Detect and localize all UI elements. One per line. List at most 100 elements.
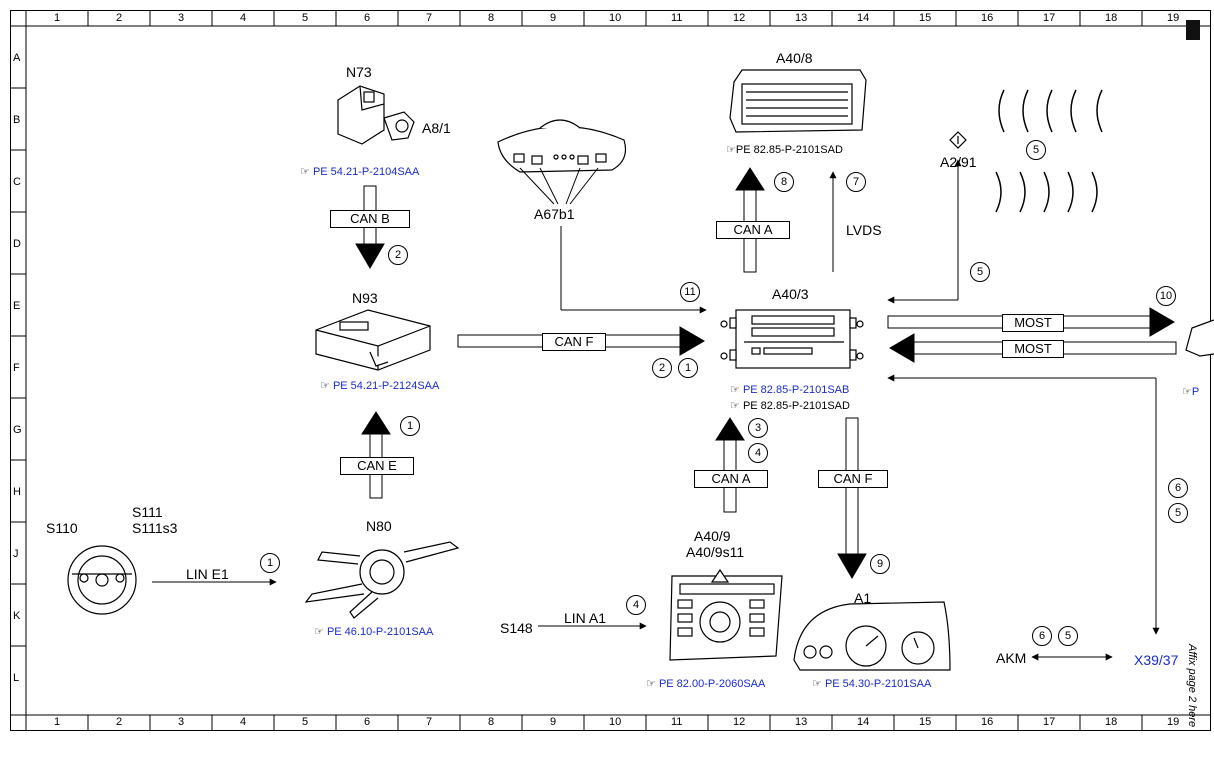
side-note-affix: Affix page 2 here [1186, 644, 1198, 728]
ref-n93[interactable]: ☞ PE 54.21-P-2124SAA [320, 380, 439, 393]
grid-col-15-bottom: 15 [919, 716, 932, 728]
grid-col-9: 9 [550, 12, 557, 24]
bus-most-1: MOST [1002, 314, 1064, 332]
a67b1-to-a40-3-line [560, 226, 707, 314]
num-6-right: 6 [1168, 478, 1188, 498]
hand-pointer-icon: ☞ [314, 626, 324, 638]
grid-col-18: 18 [1105, 12, 1118, 24]
grid-row-d: D [13, 238, 21, 250]
a67b1-mirror-drawing [497, 119, 627, 173]
label-a67b1: A67b1 [534, 206, 575, 222]
x39-37-line [887, 374, 1160, 635]
ref-n93-text: PE 54.21-P-2124SAA [332, 380, 440, 392]
grid-col-12: 12 [733, 12, 746, 24]
num-5-akm: 5 [1058, 626, 1078, 646]
num-9: 9 [870, 554, 890, 574]
grid-row-j: J [13, 548, 19, 560]
grid-col-16-bottom: 16 [981, 716, 994, 728]
ref-a40-9[interactable]: ☞ PE 82.00-P-2060SAA [646, 678, 765, 691]
grid-col-6-bottom: 6 [364, 716, 371, 728]
bus-can-a-bottom: CAN A [694, 470, 768, 488]
num-11: 11 [680, 282, 700, 302]
n80-switch-drawing [304, 541, 460, 619]
grid-row-g: G [13, 424, 22, 436]
right-edge-unit-drawing [1185, 319, 1214, 357]
num-5-right: 5 [1168, 503, 1188, 523]
grid-col-13: 13 [795, 12, 808, 24]
grid-col-7-bottom: 7 [426, 716, 433, 728]
num-2-can-f: 2 [652, 358, 672, 378]
can-a-top-arrow [735, 167, 765, 273]
grid-col-7: 7 [426, 12, 433, 24]
grid-frame [10, 10, 1211, 731]
ref-a40-9-text: PE 82.00-P-2060SAA [658, 678, 766, 690]
bus-can-b: CAN B [330, 210, 410, 228]
num-8: 8 [774, 172, 794, 192]
label-s110: S110 [46, 520, 78, 536]
bus-can-a-top: CAN A [716, 221, 790, 239]
label-a8-1: A8/1 [422, 120, 451, 136]
grid-row-b: B [13, 114, 21, 126]
num-1-lin-e1: 1 [260, 553, 280, 573]
steering-wheel-drawing [67, 545, 137, 615]
grid-col-11-bottom: 11 [671, 716, 683, 728]
bus-lin-e1: LIN E1 [186, 566, 229, 582]
a2-91-antenna-icon [949, 131, 967, 149]
a1-instrument-cluster-drawing [793, 601, 951, 671]
label-x39-37[interactable]: X39/37 [1134, 652, 1179, 668]
a2-91-line [887, 159, 962, 304]
grid-col-16: 16 [981, 12, 994, 24]
num-2-can-b: 2 [388, 245, 408, 265]
grid-col-19: 19 [1167, 12, 1180, 24]
grid-col-9-bottom: 9 [550, 716, 557, 728]
label-a40-9s11: A40/9s11 [686, 544, 745, 560]
ref-right-cut-text: P [1191, 386, 1200, 398]
grid-col-17-bottom: 17 [1043, 716, 1056, 728]
ref-a40-3-sad[interactable]: ☞ PE 82.85-P-2101SAD [730, 400, 850, 413]
grid-col-1-bottom: 1 [54, 716, 61, 728]
ref-n73-text: PE 54.21-P-2104SAA [312, 166, 420, 178]
a40-3-head-unit-drawing [720, 309, 864, 369]
ref-a1[interactable]: ☞ PE 54.30-P-2101SAA [812, 678, 931, 691]
hand-pointer-icon: ☞ [1182, 386, 1192, 398]
ref-a1-text: PE 54.30-P-2101SAA [824, 678, 932, 690]
n93-module-drawing [315, 309, 431, 371]
grid-col-17: 17 [1043, 12, 1056, 24]
grid-col-5: 5 [302, 12, 309, 24]
num-3: 3 [748, 418, 768, 438]
ref-n80[interactable]: ☞ PE 46.10-P-2101SAA [314, 626, 433, 639]
label-a40-3: A40/3 [772, 286, 809, 302]
num-5-waves: 5 [1026, 140, 1046, 160]
ref-right-cut[interactable]: ☞P [1182, 386, 1199, 399]
n73-ignition-lock-drawing [337, 85, 415, 145]
a40-9-control-panel-drawing [669, 568, 783, 661]
ref-a40-8[interactable]: ☞PE 82.85-P-2101SAD [726, 144, 843, 157]
grid-col-10: 10 [609, 12, 622, 24]
grid-col-8-bottom: 8 [488, 716, 495, 728]
bus-lin-a1: LIN A1 [564, 610, 607, 626]
grid-ticks [10, 10, 1143, 730]
label-a2-91: A2/91 [940, 154, 977, 170]
label-akm: AKM [996, 650, 1027, 666]
grid-col-12-bottom: 12 [733, 716, 746, 728]
grid-row-e: E [13, 300, 21, 312]
a67b1-pointer-lines [519, 167, 599, 205]
grid-col-18-bottom: 18 [1105, 716, 1118, 728]
can-f-vertical-arrow [837, 417, 867, 579]
grid-col-19-bottom: 19 [1167, 716, 1180, 728]
grid-row-l: L [13, 672, 20, 684]
grid-col-10-bottom: 10 [609, 716, 622, 728]
hand-pointer-icon: ☞ [730, 400, 740, 412]
hand-pointer-icon: ☞ [726, 144, 736, 156]
ref-n80-text: PE 46.10-P-2101SAA [326, 626, 434, 638]
num-1-can-f: 1 [678, 358, 698, 378]
ref-a40-3-sab[interactable]: ☞ PE 82.85-P-2101SAB [730, 384, 849, 397]
grid-col-2: 2 [116, 12, 123, 24]
ref-a40-3-sab-text: PE 82.85-P-2101SAB [742, 384, 850, 396]
radio-waves-drawing [995, 89, 1103, 213]
ref-n73[interactable]: ☞ PE 54.21-P-2104SAA [300, 166, 419, 179]
grid-col-11: 11 [671, 12, 683, 24]
hand-pointer-icon: ☞ [812, 678, 822, 690]
label-s111s3: S111s3 [132, 520, 178, 536]
grid-col-4-bottom: 4 [240, 716, 247, 728]
